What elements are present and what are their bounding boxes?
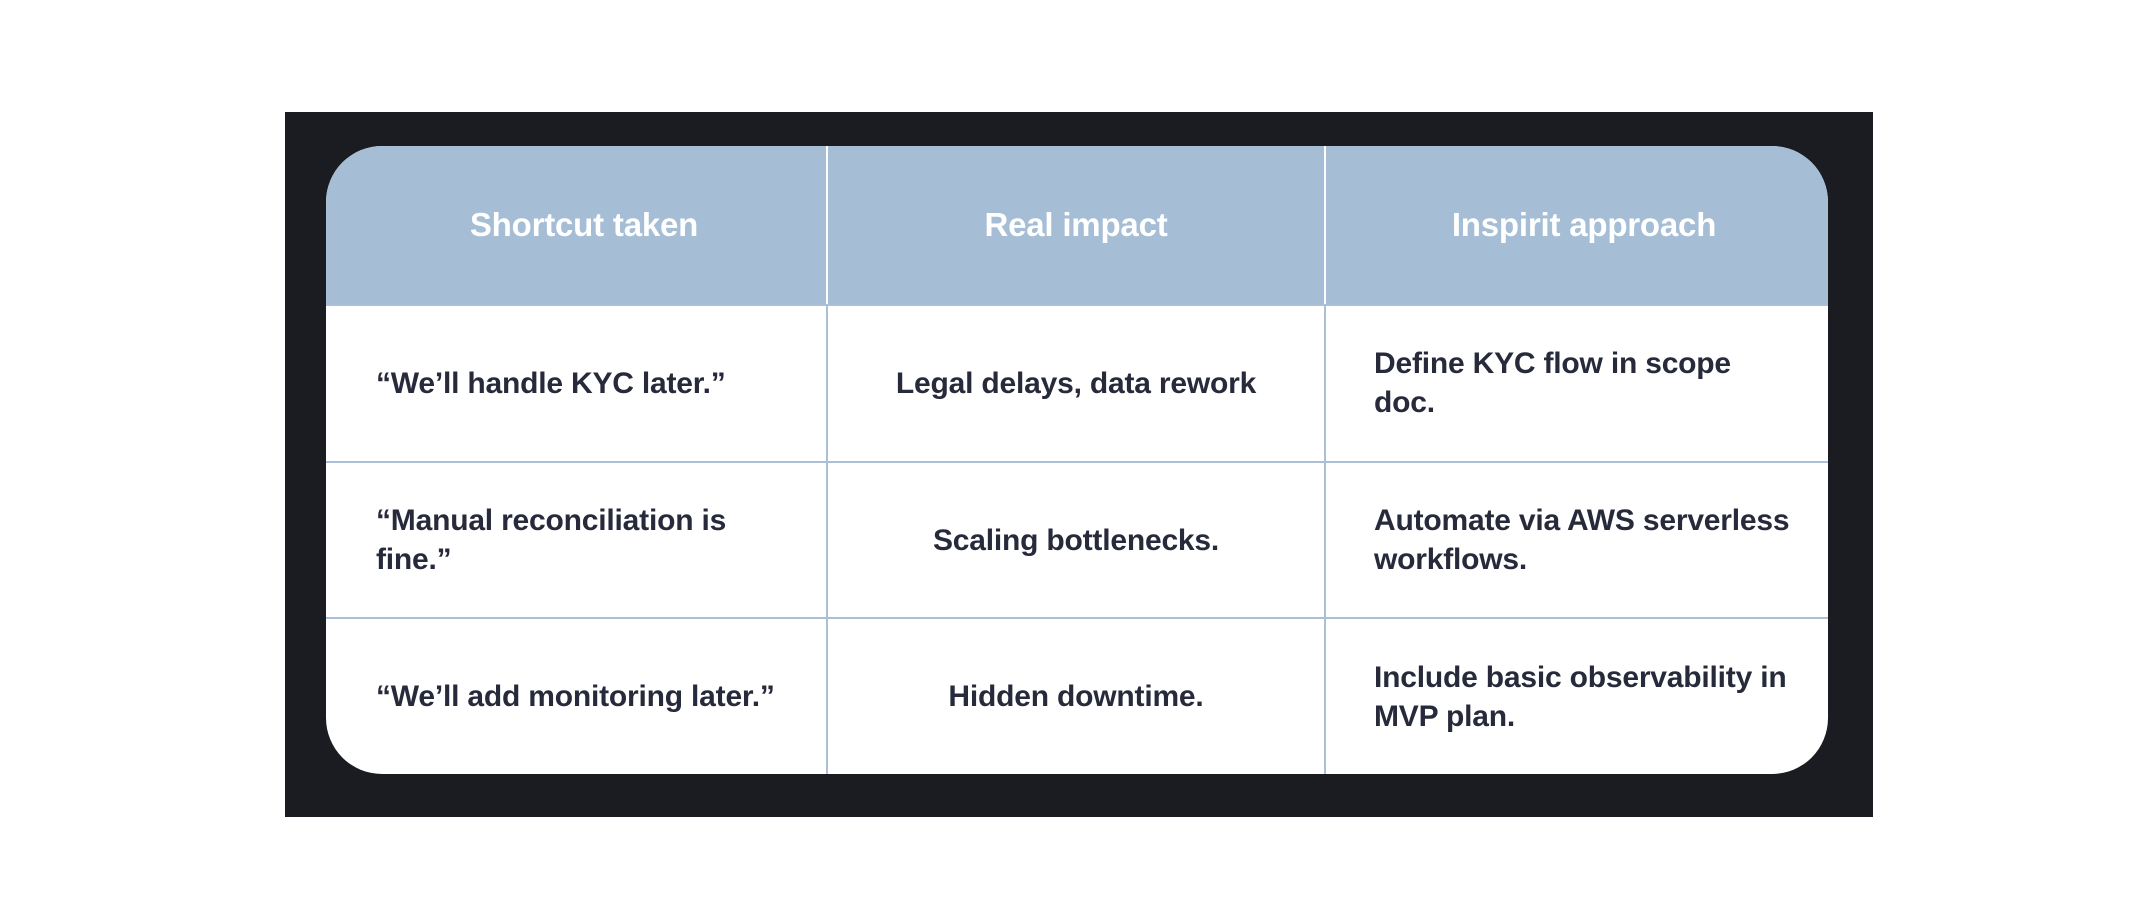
cell-text: “We’ll handle KYC later.”: [376, 366, 726, 400]
cell-text: Define KYC flow in scope doc.: [1374, 347, 1731, 420]
cell-text: Include basic observability in MVP plan.: [1374, 660, 1787, 733]
cell-shortcut-taken: “We’ll handle KYC later.”: [326, 306, 826, 461]
column-header-inspirit-approach: Inspirit approach: [1326, 146, 1828, 304]
cell-inspirit-approach: Define KYC flow in scope doc.: [1326, 306, 1828, 461]
cell-shortcut-taken: “Manual reconciliation is fine.”: [326, 463, 826, 618]
table-row: “We’ll add monitoring later.” Hidden dow…: [326, 617, 1828, 774]
comparison-table: Shortcut taken Real impact Inspirit appr…: [326, 146, 1828, 774]
column-header-shortcut-taken: Shortcut taken: [326, 146, 826, 304]
cell-inspirit-approach: Include basic observability in MVP plan.: [1326, 619, 1828, 774]
table-row: “We’ll handle KYC later.” Legal delays, …: [326, 304, 1828, 461]
cell-text: Legal delays, data rework: [895, 366, 1257, 400]
column-header-label: Real impact: [984, 206, 1168, 243]
cell-text: Scaling bottlenecks.: [932, 523, 1220, 557]
cell-shortcut-taken: “We’ll add monitoring later.”: [326, 619, 826, 774]
cell-inspirit-approach: Automate via AWS serverless workflows.: [1326, 463, 1828, 618]
cell-text: “Manual reconciliation is fine.”: [376, 504, 727, 576]
cell-text: Hidden downtime.: [948, 680, 1204, 714]
cell-real-impact: Hidden downtime.: [826, 619, 1326, 774]
column-header-label: Inspirit approach: [1451, 206, 1717, 243]
cell-text: Automate via AWS serverless workflows.: [1374, 504, 1790, 576]
cell-real-impact: Scaling bottlenecks.: [826, 462, 1326, 618]
table-row: “Manual reconciliation is fine.” Scaling…: [326, 460, 1828, 618]
column-header-real-impact: Real impact: [826, 146, 1326, 304]
cell-text: “We’ll add monitoring later.”: [376, 680, 775, 714]
cell-real-impact: Legal delays, data rework: [826, 306, 1326, 461]
column-header-label: Shortcut taken: [469, 206, 699, 243]
table-header-row: Shortcut taken Real impact Inspirit appr…: [326, 146, 1828, 304]
